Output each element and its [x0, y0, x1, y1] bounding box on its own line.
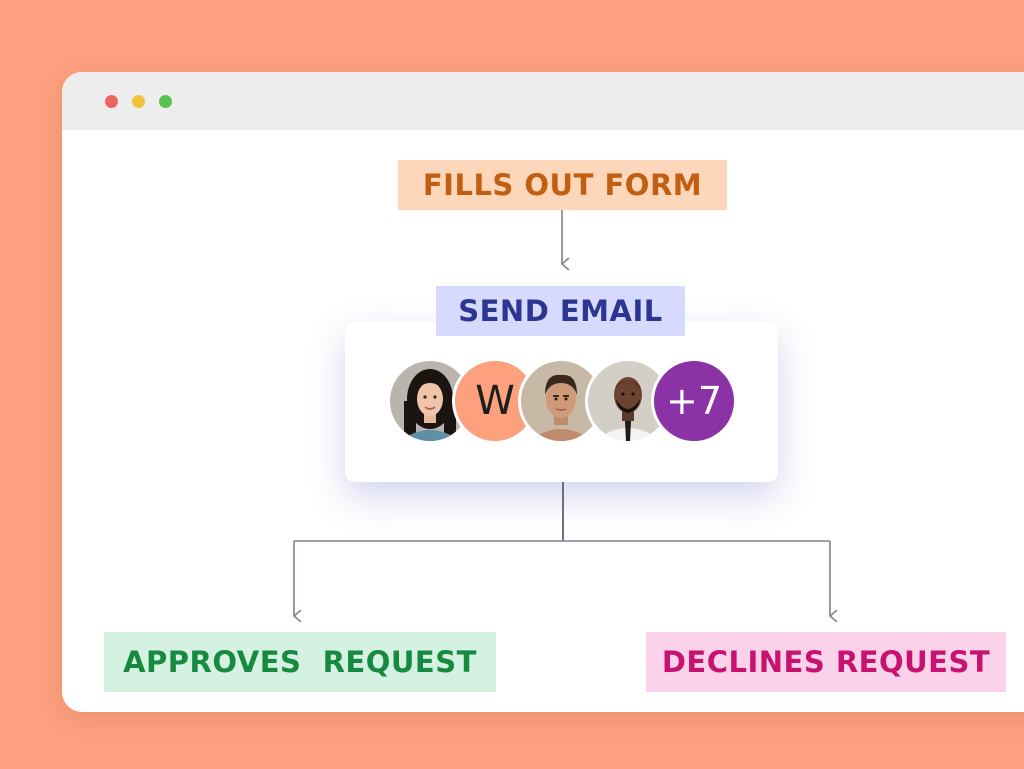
- send-email-step: SEND EMAIL: [436, 286, 685, 336]
- more-count: +7: [665, 379, 723, 423]
- window-titlebar: [62, 72, 1024, 130]
- close-dot-icon[interactable]: [105, 95, 118, 108]
- minimize-dot-icon[interactable]: [132, 95, 145, 108]
- declines-request-outcome: DECLINES REQUEST: [646, 632, 1006, 692]
- fills-out-form-step: FILLS OUT FORM: [398, 160, 727, 210]
- avatar-initial: W: [475, 378, 515, 424]
- more-recipients-badge[interactable]: +7: [651, 358, 737, 444]
- approves-request-outcome: APPROVES REQUEST: [104, 632, 496, 692]
- maximize-dot-icon[interactable]: [159, 95, 172, 108]
